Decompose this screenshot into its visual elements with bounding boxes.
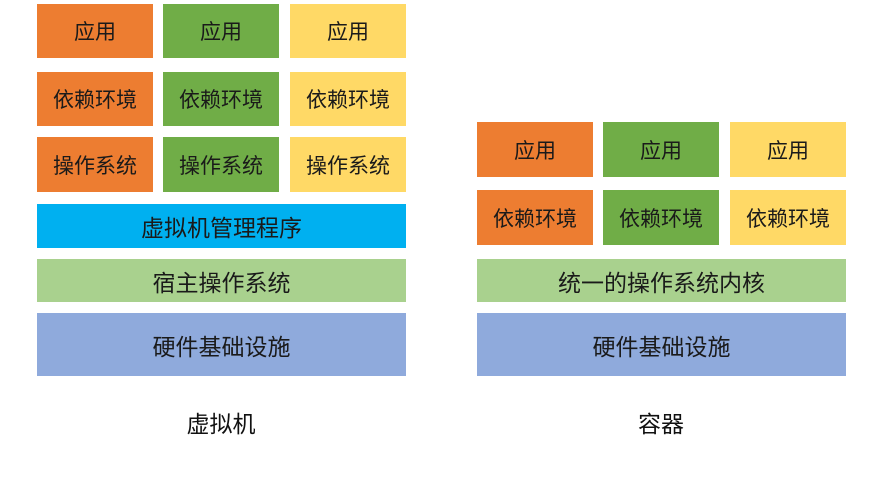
vm-caption: 虚拟机 [186,412,256,438]
vm-os-3: 操作系统 [290,137,406,192]
vm-deps-1: 依赖环境 [37,72,153,126]
vm-host-os: 宿主操作系统 [37,259,406,302]
container-app-2: 应用 [603,122,719,177]
container-app-1: 应用 [477,122,593,177]
container-deps-2: 依赖环境 [603,190,719,245]
container-app-3: 应用 [730,122,846,177]
vm-app-2: 应用 [163,4,279,58]
vm-deps-3: 依赖环境 [290,72,406,126]
vm-hardware: 硬件基础设施 [37,313,406,376]
container-hardware: 硬件基础设施 [477,313,846,376]
vm-os-1: 操作系统 [37,137,153,192]
vm-os-2: 操作系统 [163,137,279,192]
container-kernel: 统一的操作系统内核 [477,259,846,302]
vm-app-1: 应用 [37,4,153,58]
container-caption: 容器 [638,412,684,438]
vm-app-3: 应用 [290,4,406,58]
vm-deps-2: 依赖环境 [163,72,279,126]
vm-hypervisor: 虚拟机管理程序 [37,204,406,248]
container-deps-3: 依赖环境 [730,190,846,245]
container-deps-1: 依赖环境 [477,190,593,245]
